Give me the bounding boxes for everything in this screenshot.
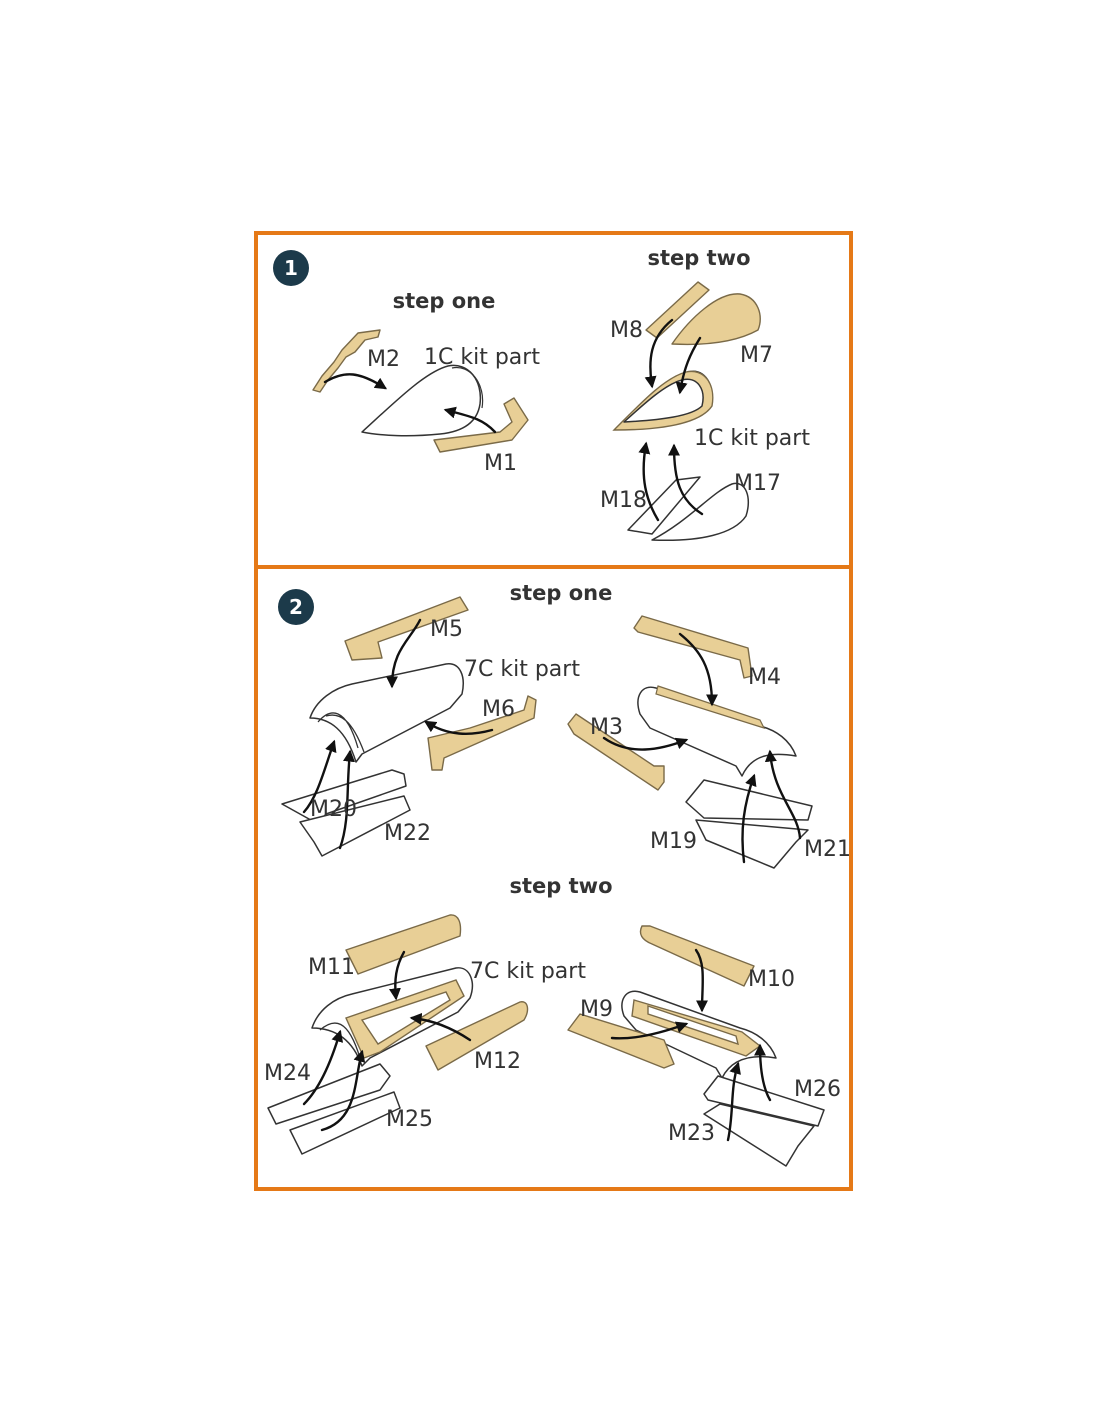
label-m1: M1 [484, 451, 517, 476]
label-m26: M26 [794, 1077, 841, 1102]
label-m25: M25 [386, 1107, 433, 1132]
step-number: 1 [284, 256, 298, 280]
arrow-m18 [638, 441, 660, 522]
arrow-m11 [388, 950, 406, 1001]
label-m2: M2 [367, 347, 400, 372]
part-m19 [685, 779, 813, 821]
kit-part-7c-right-2-frame [631, 999, 762, 1057]
panel-1: 1 step one M2 1C kit part M1 step two M8… [254, 231, 853, 569]
mask-m8 [645, 281, 710, 339]
arrow-m8 [644, 318, 674, 389]
panel-2: 2 step one M5 7C kit part M6 M20 M22 M4 … [254, 565, 853, 1191]
arrow-m12 [409, 1012, 472, 1042]
part-m22 [299, 795, 411, 857]
label-1c-kit-part: 1C kit part [424, 345, 540, 370]
label-m9: M9 [580, 997, 613, 1022]
step-two-title: step two [648, 246, 751, 270]
label-m7: M7 [740, 343, 773, 368]
arrow-m3 [602, 736, 689, 751]
kit-part-1c [361, 364, 482, 437]
label-m21: M21 [804, 837, 851, 862]
kit-part-7c-left-rim [317, 712, 365, 753]
label-m24: M24 [264, 1061, 311, 1086]
arrow-m24 [302, 1029, 344, 1106]
arrow-m21 [764, 749, 802, 840]
arrow-m17 [668, 443, 704, 516]
step-number: 2 [289, 595, 303, 619]
arrow-m5 [386, 618, 422, 689]
arrow-m10 [694, 948, 709, 1013]
arrow-m6 [423, 720, 494, 735]
arrow-m4 [678, 632, 718, 707]
label-7c-kit-part-2: 7C kit part [470, 959, 586, 984]
kit-part-1c-rim [451, 366, 484, 409]
mask-m7 [671, 293, 761, 346]
kit-part-7c-left-2-rim [319, 1022, 361, 1059]
kit-part-7c-right [637, 686, 797, 777]
step-one-title: step one [510, 581, 613, 605]
mask-m12 [425, 1001, 529, 1071]
arrow-m7 [675, 336, 702, 395]
arrow-m1 [443, 406, 497, 434]
arrow-m26 [754, 1043, 772, 1102]
mask-m5 [344, 596, 469, 661]
mask-m3 [567, 713, 665, 791]
label-m22: M22 [384, 821, 431, 846]
kit-part-7c-left [309, 663, 464, 763]
part-m21 [695, 819, 809, 869]
mask-m10 [639, 925, 755, 987]
kit-part-7c-right-mask-strip [655, 685, 766, 729]
label-1c-kit-part-2: 1C kit part [694, 426, 810, 451]
arrow-m9 [610, 1021, 689, 1040]
mask-m11 [345, 914, 462, 975]
step-two-title: step two [510, 874, 613, 898]
label-m17: M17 [734, 471, 781, 496]
label-m3: M3 [590, 715, 623, 740]
mask-m2 [312, 329, 381, 393]
part-m25 [289, 1091, 401, 1155]
label-m11: M11 [308, 955, 355, 980]
arrow-m23 [726, 1061, 741, 1142]
arrow-m25 [320, 1049, 366, 1132]
label-m4: M4 [748, 665, 781, 690]
label-m12: M12 [474, 1049, 521, 1074]
arrow-m20 [302, 739, 337, 814]
arrow-m19 [741, 773, 757, 864]
label-m8: M8 [610, 318, 643, 343]
label-m5: M5 [430, 617, 463, 642]
label-m6: M6 [482, 697, 515, 722]
label-m19: M19 [650, 829, 697, 854]
step-number-badge: 1 [273, 250, 309, 286]
step-one-title: step one [393, 289, 496, 313]
mask-m1 [433, 397, 529, 453]
arrow-m2 [323, 373, 388, 390]
label-m23: M23 [668, 1121, 715, 1146]
label-m10: M10 [748, 967, 795, 992]
mask-m9 [567, 1013, 675, 1069]
panel-2-frame [254, 565, 853, 1191]
label-7c-kit-part: 7C kit part [464, 657, 580, 682]
part-m24 [267, 1063, 391, 1125]
step-number-badge: 2 [278, 589, 314, 625]
label-m20: M20 [310, 797, 357, 822]
arrow-m22 [338, 749, 355, 850]
label-m18: M18 [600, 488, 647, 513]
panel-1-frame [254, 231, 853, 569]
